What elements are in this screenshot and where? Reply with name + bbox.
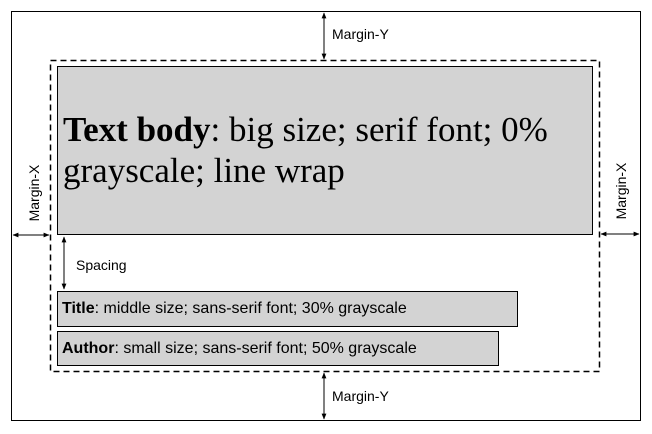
page-border [11,11,641,421]
title-rest: : middle size; sans-serif font; 30% gray… [94,300,407,317]
spacing-label: Spacing [76,257,127,273]
title-description: Title: middle size; sans-serif font; 30%… [62,299,407,319]
content-area-dashed [49,59,601,373]
text-body-description: Text body: big size; serif font; 0% gray… [63,109,583,191]
author-description: Author: small size; sans-serif font; 50%… [62,339,417,359]
margin-x-left-label: Margin-X [26,164,42,222]
margin-y-bottom-label: Margin-Y [332,388,389,404]
text-body-bold: Text body [63,110,211,149]
title-box: Title: middle size; sans-serif font; 30%… [57,291,518,327]
author-rest: : small size; sans-serif font; 50% grays… [114,340,417,357]
text-body-rest: : big size; serif font; 0% grayscale; li… [63,110,548,190]
text-body-box: Text body: big size; serif font; 0% gray… [57,66,593,235]
title-bold: Title [62,300,95,317]
margin-x-right-label: Margin-X [613,162,629,220]
margin-y-top-label: Margin-Y [332,26,389,42]
author-bold: Author [62,340,115,357]
author-box: Author: small size; sans-serif font; 50%… [57,331,499,366]
